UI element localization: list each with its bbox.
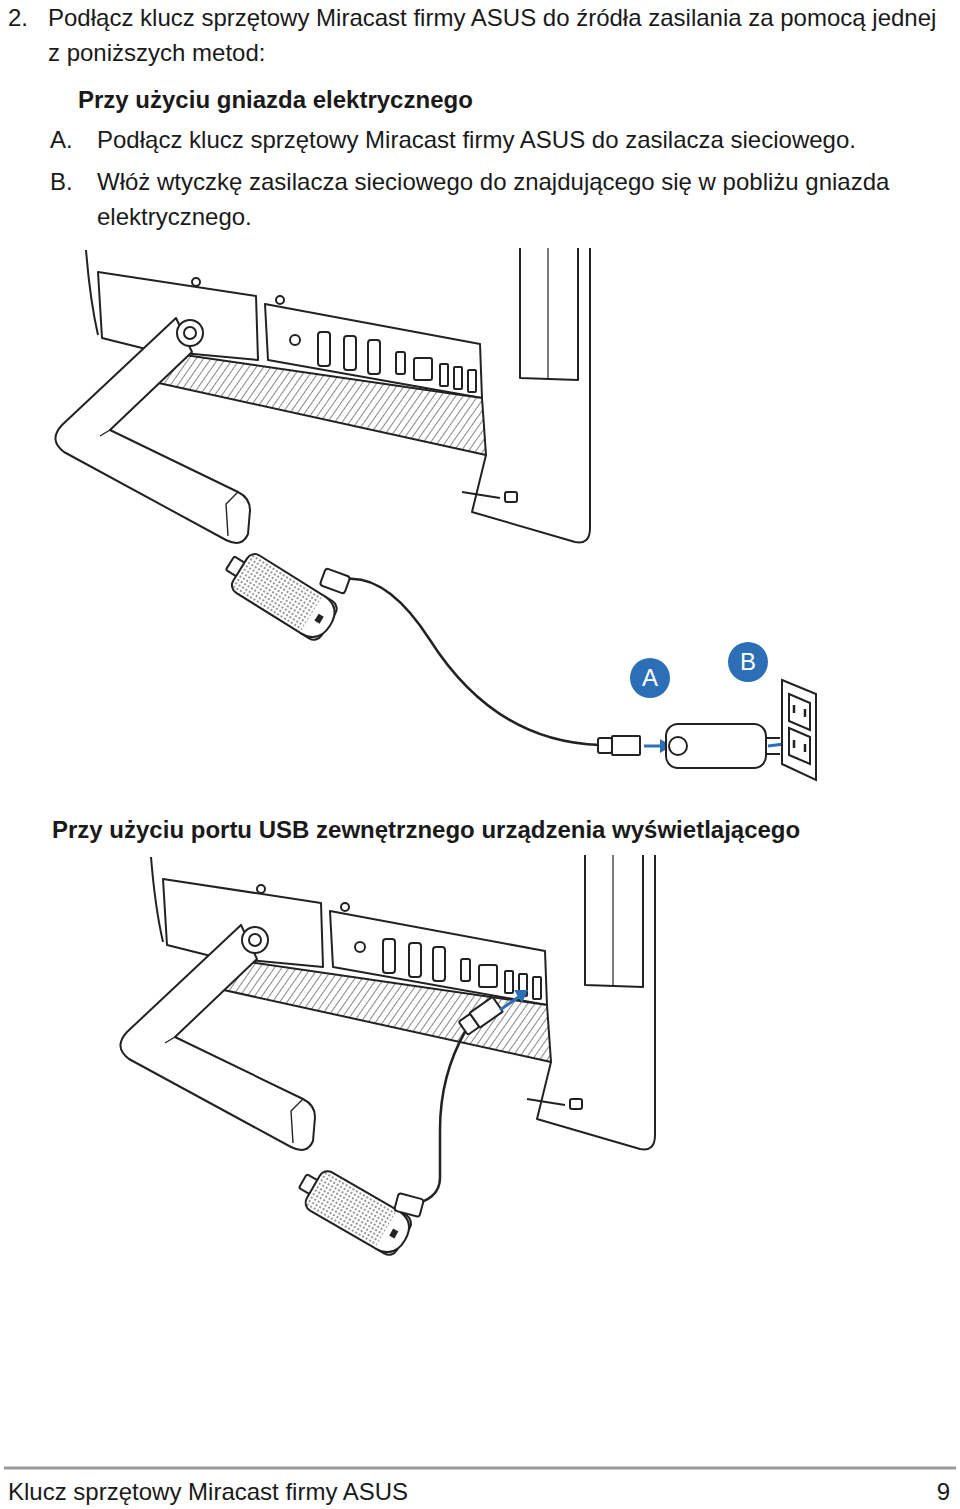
usb-plug: [598, 736, 640, 755]
usb-cable: [340, 579, 600, 745]
insert-arrow: [500, 996, 520, 1010]
monitor-back: [120, 855, 655, 1150]
section-heading: Przy użyciu gniazda elektrycznego: [78, 82, 948, 117]
callout-letter: B: [740, 650, 756, 674]
footer-title: Klucz sprzętowy Miracast firmy ASUS: [8, 1474, 608, 1509]
insert-arrow-head: [514, 990, 528, 1003]
power-adapter: [666, 724, 780, 768]
page-number: 9: [880, 1474, 950, 1509]
cable-plug: [394, 1193, 424, 1217]
sub-step-text: Włóż wtyczkę zasilacza sieciowego do zna…: [97, 164, 957, 234]
sub-step-letter: A.: [50, 122, 95, 157]
sub-step-text: Podłącz klucz sprzętowy Miracast firmy A…: [97, 122, 957, 157]
callout-circle: B: [728, 642, 768, 682]
wall-outlet: [782, 680, 816, 780]
step-text: Podłącz klucz sprzętowy Miracast firmy A…: [48, 0, 953, 70]
section-heading: Przy użyciu portu USB zewnętrznego urząd…: [52, 812, 952, 847]
usb-plug: [458, 997, 503, 1036]
callout-letter: A: [642, 666, 658, 690]
usb-cable: [408, 1030, 466, 1206]
sub-step-letter: B.: [50, 164, 95, 199]
miracast-dongle: [218, 544, 341, 644]
cable-plug: [320, 568, 351, 594]
monitor-back: [55, 248, 590, 543]
callout-circle: A: [630, 658, 670, 698]
footer-rule: [4, 1467, 956, 1470]
step-number: 2.: [8, 0, 48, 35]
